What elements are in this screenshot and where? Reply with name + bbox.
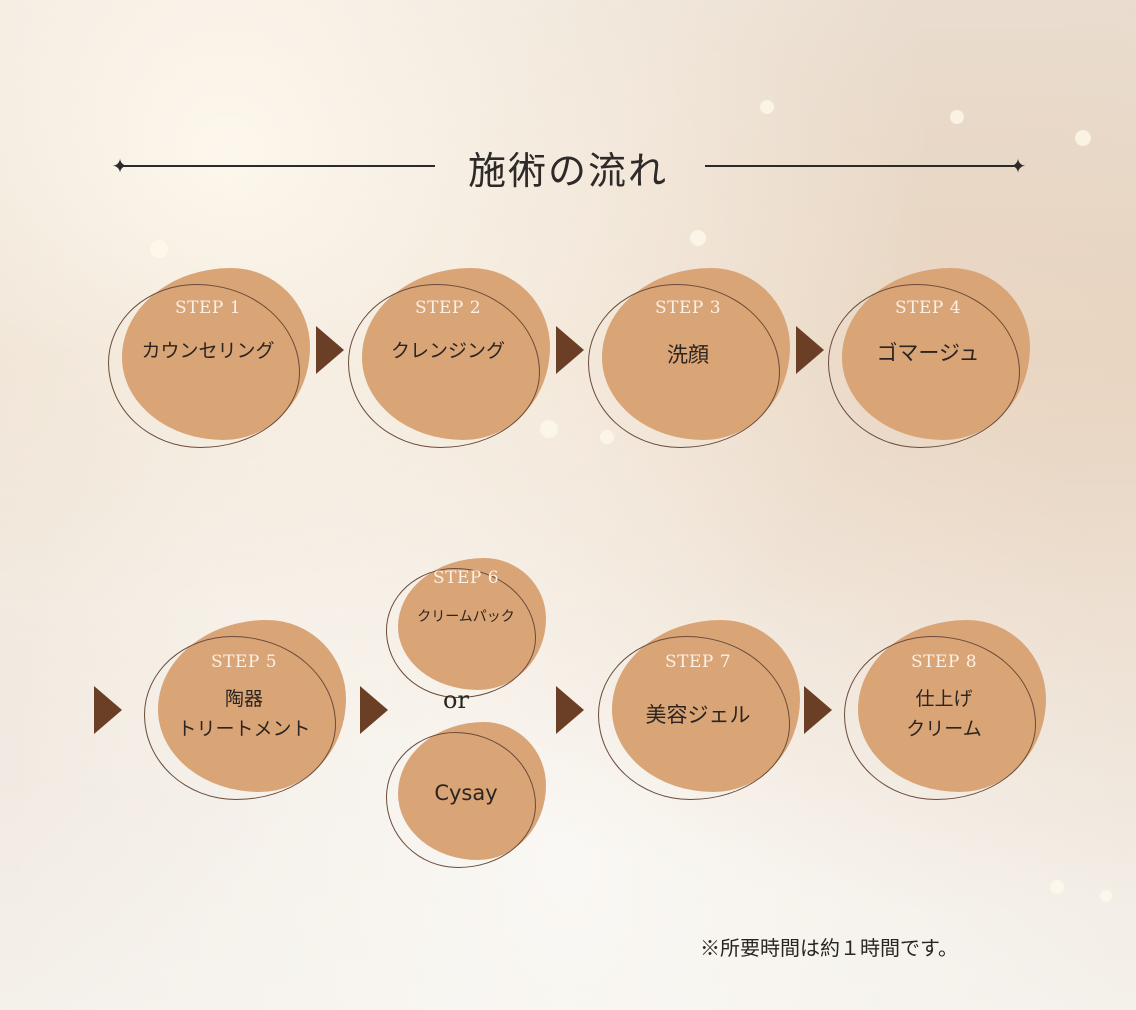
step-name-line2: クリーム: [906, 718, 982, 740]
step-label: STEP 3: [654, 298, 722, 318]
step-name: Cysay: [434, 781, 498, 805]
step-name: クレンジング: [390, 340, 505, 362]
step-8: STEP 8 仕上げ クリーム: [844, 620, 1046, 800]
bokeh-light: [950, 110, 964, 124]
step-name: クリームパック: [417, 609, 515, 625]
step-label: STEP 8: [910, 652, 978, 672]
step-6-option-cream-pack: STEP 6 クリームパック: [386, 558, 546, 698]
arrow-right-icon: [94, 686, 122, 734]
step-label: STEP 2: [414, 298, 482, 318]
header-divider-right: [705, 165, 1015, 167]
step-4: STEP 4 ゴマージュ: [828, 268, 1030, 448]
arrow-right-icon: [556, 686, 584, 734]
step-label: STEP 4: [894, 298, 962, 318]
step-label: STEP 5: [210, 652, 278, 672]
step-label: STEP 7: [664, 652, 732, 672]
step-6-option-cysay: Cysay: [386, 722, 546, 870]
step-name-line2: トリートメント: [177, 718, 311, 740]
page-title: 施術の流れ: [467, 149, 668, 193]
step-label: STEP 1: [174, 298, 242, 318]
step-name-line1: 仕上げ: [915, 688, 973, 710]
duration-note: ※所要時間は約１時間です。: [700, 936, 958, 960]
step-name-line1: 陶器: [224, 688, 263, 710]
bokeh-light: [690, 230, 706, 246]
header-divider-left: [120, 165, 435, 167]
arrow-right-icon: [556, 326, 584, 374]
arrow-right-icon: [796, 326, 824, 374]
step-label: STEP 6: [432, 568, 500, 588]
step-name: カウンセリング: [141, 340, 275, 362]
step-2: STEP 2 クレンジング: [348, 268, 550, 448]
bokeh-light: [1100, 890, 1112, 902]
arrow-right-icon: [804, 686, 832, 734]
bokeh-light: [760, 100, 774, 114]
sparkle-icon: ✦: [111, 154, 129, 178]
step-7: STEP 7 美容ジェル: [598, 620, 800, 800]
step-3: STEP 3 洗顔: [588, 268, 790, 448]
bokeh-light: [150, 240, 168, 258]
step-name: ゴマージュ: [876, 341, 980, 365]
step-5: STEP 5 陶器 トリートメント: [144, 620, 346, 800]
arrow-right-icon: [316, 326, 344, 374]
sparkle-icon: ✦: [1009, 154, 1027, 178]
step-1: STEP 1 カウンセリング: [108, 268, 310, 448]
step-name: 洗顔: [667, 343, 709, 367]
or-separator: or: [443, 686, 469, 714]
step-name: 美容ジェル: [645, 703, 751, 727]
bokeh-light: [1050, 880, 1064, 894]
arrow-right-icon: [360, 686, 388, 734]
